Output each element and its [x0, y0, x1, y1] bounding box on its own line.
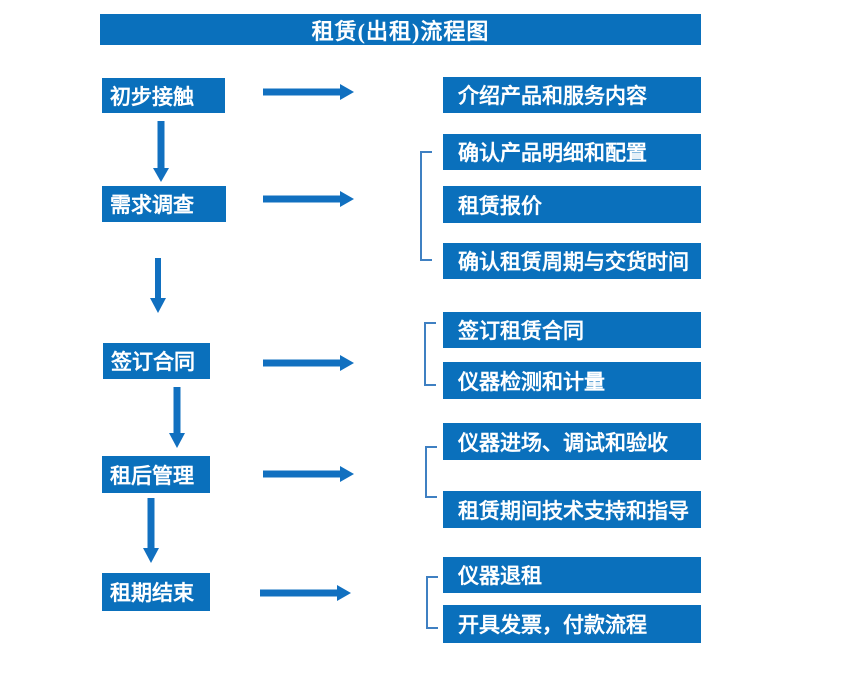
detail-box-introduce-products: 介绍产品和服务内容: [443, 77, 701, 113]
right-arrow-1: [263, 84, 354, 100]
bracket-sign-contract: [424, 322, 436, 386]
detail-box-confirm-product-config: 确认产品明细和配置: [443, 134, 701, 170]
detail-box-invoice-payment: 开具发票，付款流程: [443, 605, 701, 643]
down-arrow-4: [143, 498, 159, 563]
right-arrow-4: [263, 466, 354, 482]
right-arrow-3: [263, 355, 354, 371]
detail-box-rental-quotation: 租赁报价: [443, 186, 701, 223]
step-box-sign-contract: 签订合同: [103, 343, 210, 379]
step-box-post-rental-management: 租后管理: [102, 456, 210, 493]
detail-box-instrument-testing: 仪器检测和计量: [443, 362, 701, 399]
detail-box-technical-support: 租赁期间技术支持和指导: [443, 491, 701, 528]
bracket-demand-survey: [420, 151, 432, 261]
step-box-rental-end: 租期结束: [102, 573, 210, 611]
detail-box-instrument-return: 仪器退租: [443, 557, 701, 593]
down-arrow-3: [169, 387, 185, 448]
bracket-post-rental: [425, 446, 437, 498]
detail-box-sign-rental-contract: 签订租赁合同: [443, 312, 701, 348]
down-arrow-1: [153, 121, 169, 182]
right-arrow-5: [260, 585, 351, 601]
flowchart-title: 租赁(出租)流程图: [311, 18, 490, 44]
detail-box-instrument-setup-acceptance: 仪器进场、调试和验收: [443, 423, 701, 460]
flowchart-title-bar: 租赁(出租)流程图: [100, 14, 701, 45]
step-box-demand-survey: 需求调查: [102, 186, 226, 222]
detail-box-confirm-period-delivery: 确认租赁周期与交货时间: [443, 243, 701, 279]
bracket-rental-end: [426, 576, 438, 629]
down-arrow-2: [150, 258, 166, 313]
right-arrow-2: [263, 191, 354, 207]
step-box-initial-contact: 初步接触: [102, 78, 225, 113]
